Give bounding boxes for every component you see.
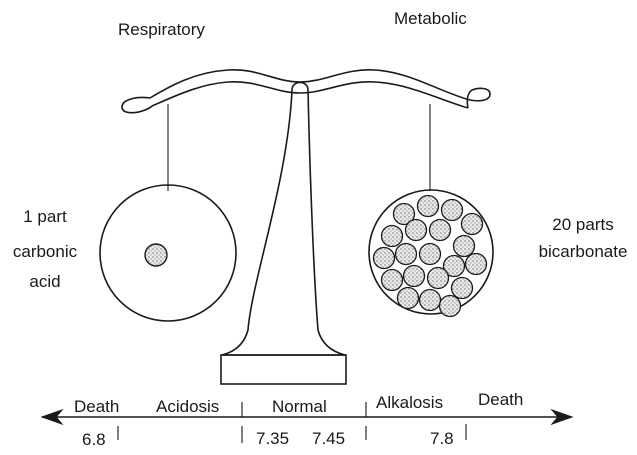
bicarbonate-dot: [374, 248, 395, 269]
left-side-line-1: 1 part: [23, 207, 67, 226]
bicarbonate-dot: [452, 278, 473, 299]
bicarbonate-dot: [428, 268, 449, 289]
bicarbonate-dot: [398, 288, 419, 309]
bicarbonate-dot: [442, 200, 463, 221]
bicarbonate-dot: [466, 254, 487, 275]
tick-label-7-8: 7.8: [430, 429, 454, 448]
right-side-line-2: bicarbonate: [539, 242, 628, 261]
bicarbonate-dot: [420, 290, 441, 311]
bicarbonate-dot: [382, 270, 403, 291]
ph-scale-axis: Death Acidosis Normal Alkalosis Death 6.…: [42, 390, 572, 449]
zone-death-left: Death: [74, 397, 119, 416]
bicarbonate-dot: [406, 220, 427, 241]
right-side-line-1: 20 parts: [552, 215, 613, 234]
balance-stand: [221, 83, 346, 385]
tick-label-6-8: 6.8: [82, 430, 106, 449]
left-side-line-3: acid: [29, 272, 60, 291]
tick-label-7-35: 7.35: [256, 429, 289, 448]
bicarbonate-dot: [462, 214, 483, 235]
zone-acidosis: Acidosis: [156, 397, 219, 416]
bicarbonate-dot: [404, 266, 425, 287]
left-pan: [100, 185, 236, 321]
bicarbonate-dot: [382, 226, 403, 247]
right-pan: [369, 190, 493, 317]
bicarbonate-dot: [430, 220, 451, 241]
left-side-label: 1 part carbonic acid: [13, 207, 78, 291]
left-side-line-2: carbonic: [13, 242, 78, 261]
tick-label-7-45: 7.45: [312, 429, 345, 448]
carbonic-acid-dot: [145, 244, 167, 266]
zone-alkalosis: Alkalosis: [376, 393, 443, 412]
bicarbonate-dot: [396, 244, 417, 265]
zone-normal: Normal: [272, 397, 327, 416]
balance-beam: [122, 70, 490, 113]
bicarbonate-dot: [440, 296, 461, 317]
right-side-label: 20 parts bicarbonate: [539, 215, 628, 261]
bicarbonate-dot: [420, 244, 441, 265]
bicarbonate-dot: [454, 236, 475, 257]
zone-death-right: Death: [478, 390, 523, 409]
respiratory-label: Respiratory: [118, 20, 205, 39]
metabolic-label: Metabolic: [394, 9, 467, 28]
bicarbonate-dot: [418, 196, 439, 217]
